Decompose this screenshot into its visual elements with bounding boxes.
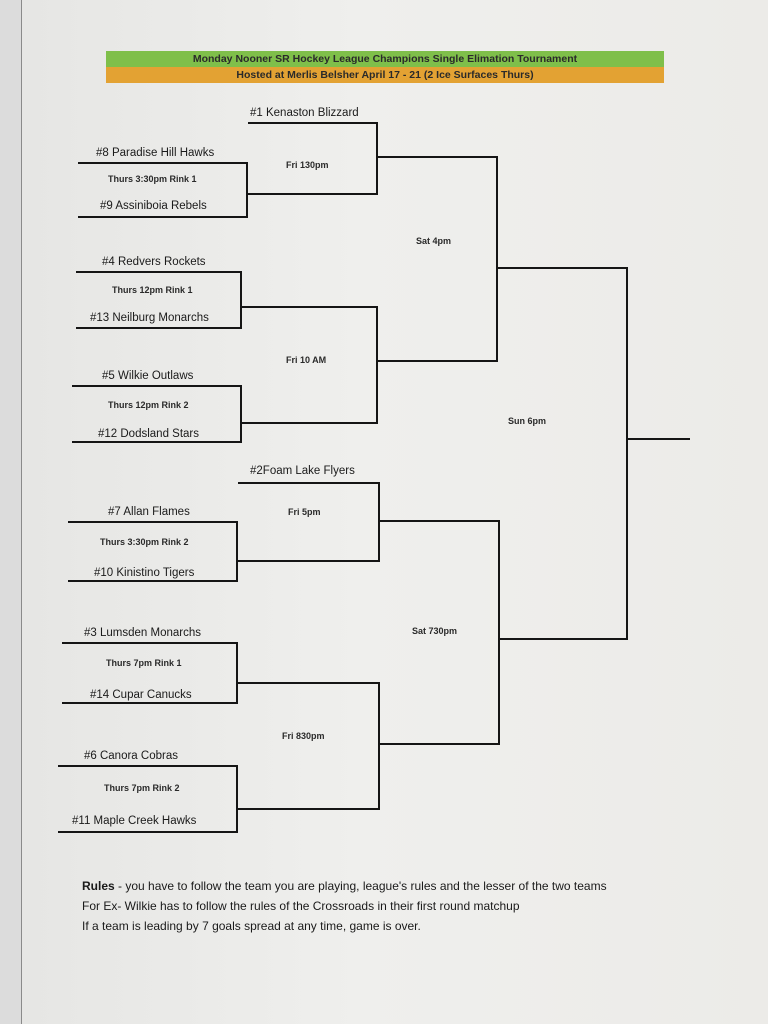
semifinal-2-time: Sat 730pm <box>412 626 458 636</box>
team-lumsden-monarchs: #3 Lumsden Monarchs <box>84 627 201 639</box>
bracket-line <box>76 271 242 273</box>
team-foam-lake-flyers: #2Foam Lake Flyers <box>250 465 355 477</box>
bracket-line <box>380 743 500 745</box>
team-paradise-hill-hawks: #8 Paradise Hill Hawks <box>96 147 215 159</box>
team-canora-cobras: #6 Canora Cobras <box>84 750 178 762</box>
game-time-5-vs-12: Thurs 12pm Rink 2 <box>108 400 189 410</box>
bracket-line <box>236 521 238 582</box>
game-time-4-vs-13: Thurs 12pm Rink 1 <box>112 285 193 295</box>
semifinal-1-time: Sat 4pm <box>416 236 452 246</box>
tournament-title: Monday Nooner SR Hockey League Champions… <box>106 51 664 67</box>
bracket-line <box>248 122 378 124</box>
bracket-line <box>238 808 380 810</box>
tournament-subtitle: Hosted at Merlis Belsher April 17 - 21 (… <box>106 67 664 83</box>
bracket-line <box>498 520 500 745</box>
bracket-line <box>68 521 238 523</box>
rules-section: Rules - you have to follow the team you … <box>82 876 607 936</box>
game-time-8-vs-9: Thurs 3:30pm Rink 1 <box>108 174 197 184</box>
bracket-line <box>58 831 238 833</box>
quarterfinal-4-time: Fri 830pm <box>282 731 325 741</box>
bracket-line <box>236 765 238 833</box>
quarterfinal-3-time: Fri 5pm <box>288 507 321 517</box>
team-cupar-canucks: #14 Cupar Canucks <box>90 689 192 701</box>
bracket-line <box>496 156 498 362</box>
bracket-line <box>68 580 238 582</box>
bracket-line <box>238 482 380 484</box>
bracket-line <box>378 156 498 158</box>
bracket-line <box>58 765 238 767</box>
game-time-6-vs-11: Thurs 7pm Rink 2 <box>104 783 180 793</box>
rules-line-3: If a team is leading by 7 goals spread a… <box>82 919 421 933</box>
bracket-line <box>240 385 242 443</box>
bracket-line <box>78 162 248 164</box>
bracket-line <box>376 306 378 424</box>
bracket-line <box>246 162 248 218</box>
team-dodsland-stars: #12 Dodsland Stars <box>98 428 200 440</box>
game-time-7-vs-10: Thurs 3:30pm Rink 2 <box>100 537 189 547</box>
bracket-line <box>72 441 242 443</box>
bracket-line <box>62 642 238 644</box>
rules-text-1: - you have to follow the team you are pl… <box>114 879 607 893</box>
rules-line-2: For Ex- Wilkie has to follow the rules o… <box>82 899 520 913</box>
bracket-line <box>378 682 380 810</box>
bracket-line <box>236 642 238 704</box>
bracket-line <box>76 327 242 329</box>
bracket-line <box>240 271 242 329</box>
bracket-line <box>626 267 628 640</box>
bracket-line <box>500 638 628 640</box>
bracket-line <box>378 482 380 562</box>
bracket-line <box>242 422 378 424</box>
final-time: Sun 6pm <box>508 416 547 426</box>
team-redvers-rockets: #4 Redvers Rockets <box>102 256 206 268</box>
bracket-line <box>78 216 248 218</box>
bracket-line <box>498 267 628 269</box>
team-maple-creek-hawks: #11 Maple Creek Hawks <box>72 815 197 827</box>
game-time-3-vs-14: Thurs 7pm Rink 1 <box>106 658 182 668</box>
team-allan-flames: #7 Allan Flames <box>108 506 190 518</box>
bracket-line <box>238 560 380 562</box>
team-assiniboia-rebels: #9 Assiniboia Rebels <box>100 200 207 212</box>
rules-label: Rules <box>82 879 115 893</box>
quarterfinal-1-time: Fri 130pm <box>286 160 329 170</box>
bracket-line <box>242 306 378 308</box>
team-neilburg-monarchs: #13 Neilburg Monarchs <box>90 312 209 324</box>
team-kenaston-blizzard: #1 Kenaston Blizzard <box>250 107 359 119</box>
bracket-line <box>62 702 238 704</box>
bracket-line <box>238 682 380 684</box>
bracket-line <box>72 385 242 387</box>
bracket-line <box>378 360 498 362</box>
bracket-line <box>628 438 690 440</box>
bracket-line <box>248 193 378 195</box>
team-kinistino-tigers: #10 Kinistino Tigers <box>94 567 195 579</box>
bracket-line <box>380 520 500 522</box>
rules-line-1: Rules - you have to follow the team you … <box>82 876 607 896</box>
bracket-sheet: Monday Nooner SR Hockey League Champions… <box>22 0 768 1024</box>
team-wilkie-outlaws: #5 Wilkie Outlaws <box>102 370 194 382</box>
quarterfinal-2-time: Fri 10 AM <box>286 355 327 365</box>
bracket-line <box>376 122 378 195</box>
